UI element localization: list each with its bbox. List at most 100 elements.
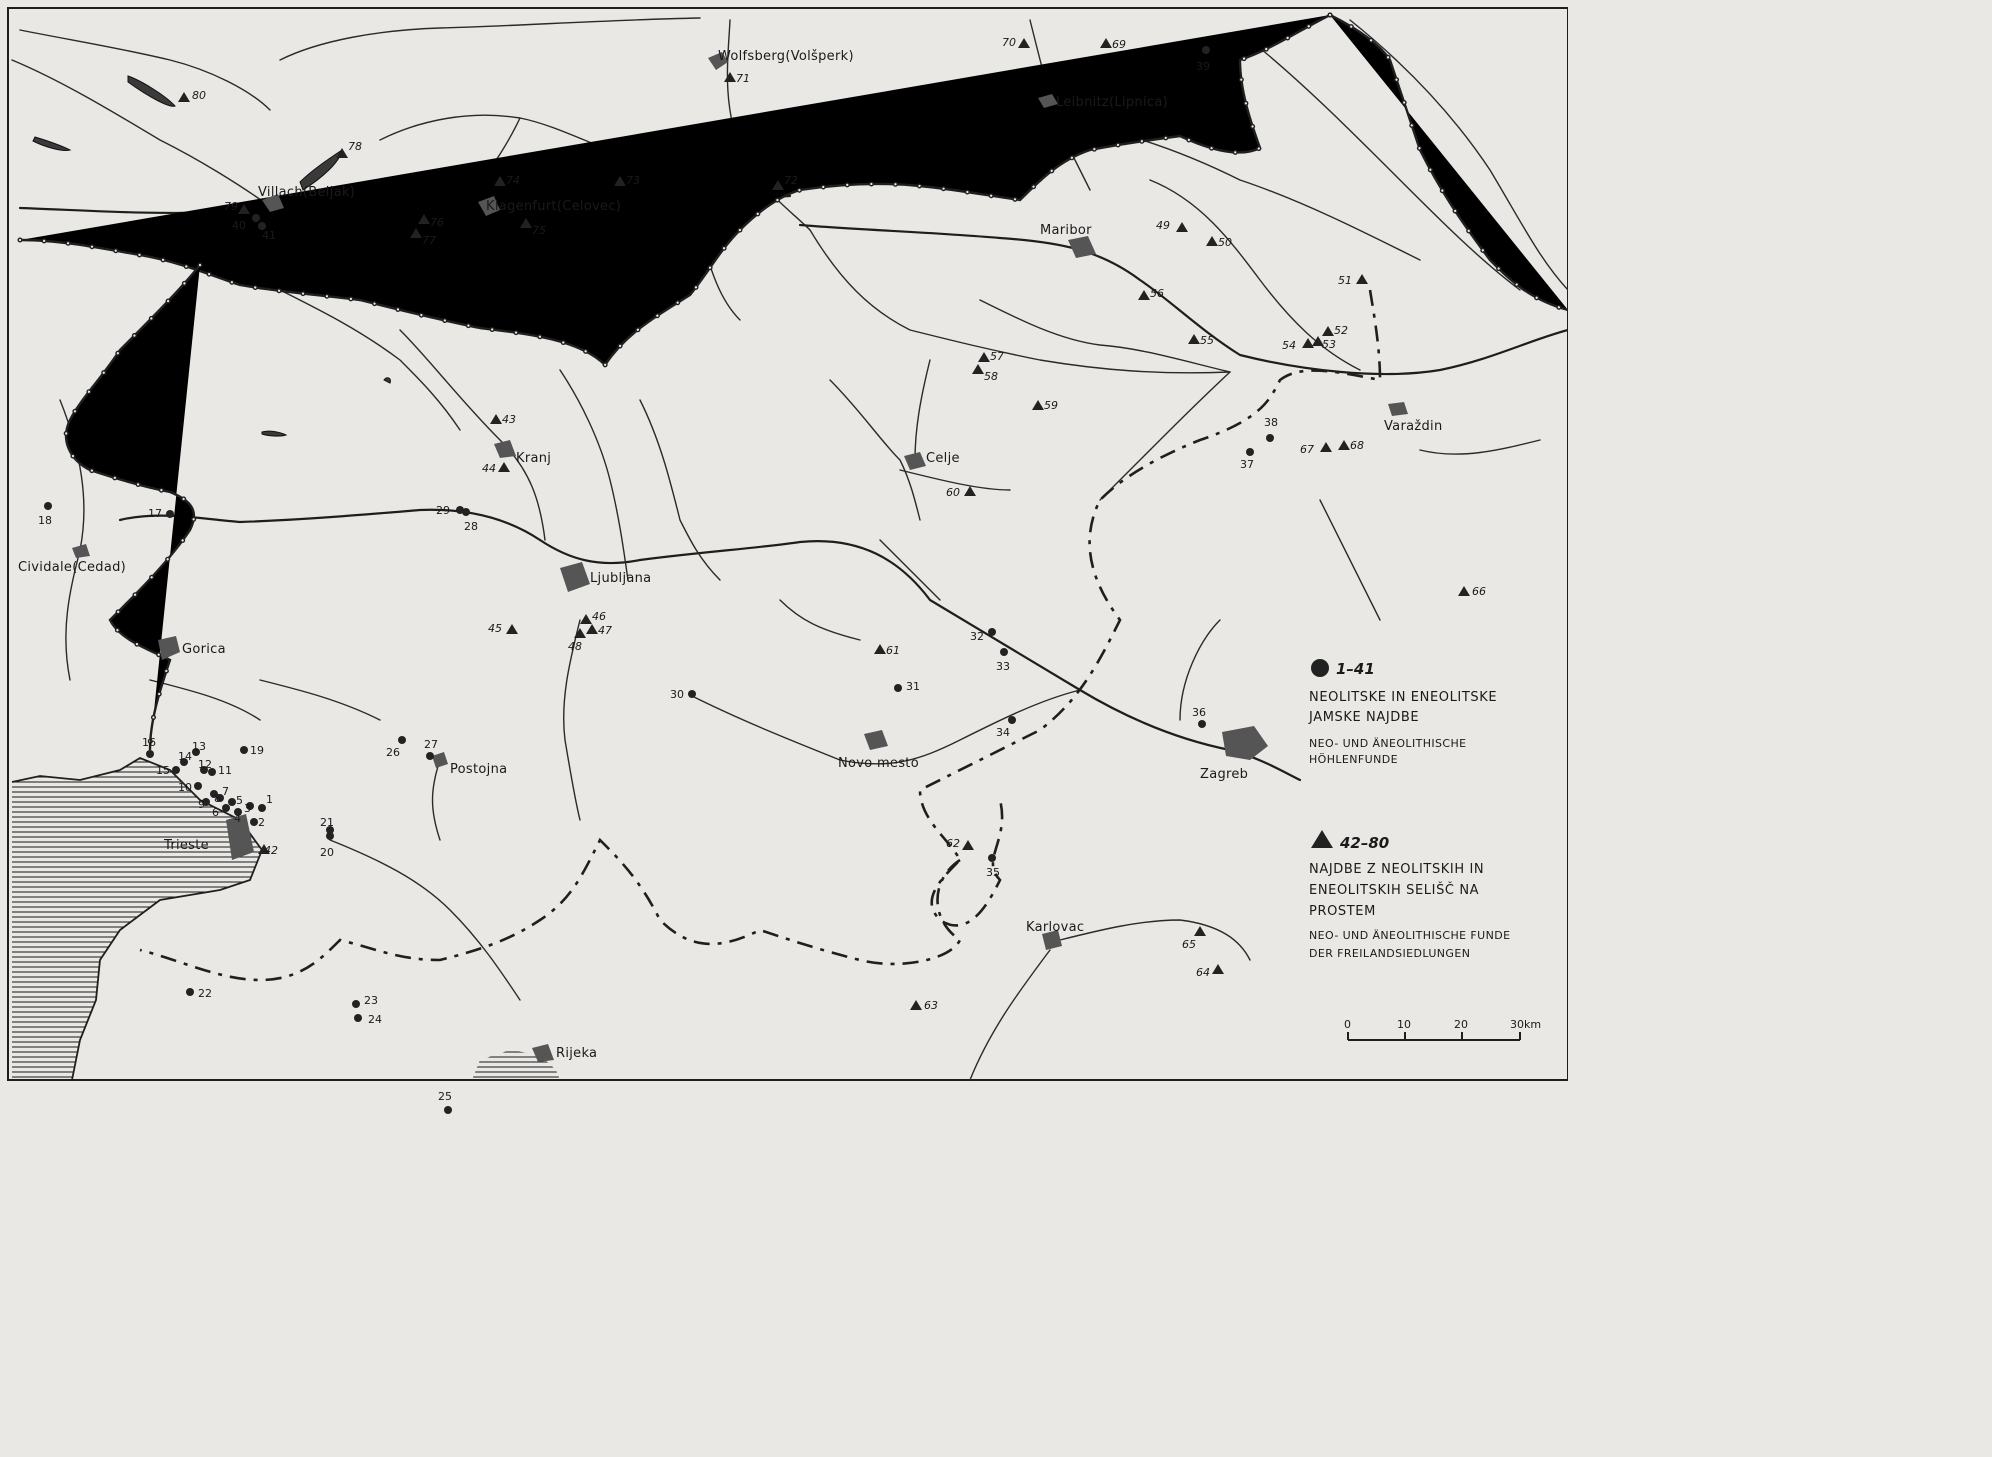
settlement-site: 59 <box>1032 399 1058 412</box>
site-number: 72 <box>784 174 798 187</box>
border-italy <box>66 265 200 750</box>
site-marker <box>336 148 348 158</box>
site-number: 53 <box>1322 338 1336 351</box>
cave-site: 15 <box>156 764 180 777</box>
cave-site: 28 <box>462 508 478 533</box>
city-label-gorica: Gorica <box>182 642 226 657</box>
cave-site: 4 <box>234 808 242 825</box>
site-number: 37 <box>1240 458 1254 471</box>
city-trieste: Trieste <box>163 814 254 860</box>
legend-cave-sub-1: NEO- UND ÄNEOLITHISCHE <box>1309 737 1467 750</box>
border-croatia <box>139 289 1382 982</box>
cave-site: 13 <box>192 740 206 756</box>
site-number: 36 <box>1192 706 1206 719</box>
site-marker <box>352 1000 360 1008</box>
site-marker <box>228 798 236 806</box>
city-villach: Villach(Beljak) <box>258 185 355 212</box>
city-label-wolfsberg: Wolfsberg(Volšperk) <box>718 49 854 64</box>
legend-cave: 1–41 NEOLITSKE IN ENEOLITSKE JAMSKE NAJD… <box>1308 659 1497 766</box>
cave-site: 10 <box>178 781 202 794</box>
site-marker <box>574 628 586 638</box>
site-marker <box>910 1000 922 1010</box>
cave-site: 1 <box>258 793 273 812</box>
site-marker <box>186 988 194 996</box>
site-number: 26 <box>386 746 400 759</box>
site-number: 17 <box>148 507 162 520</box>
site-number: 44 <box>482 462 496 475</box>
site-marker <box>1032 400 1044 410</box>
site-number: 46 <box>592 610 606 623</box>
city-label-trieste: Trieste <box>163 838 209 853</box>
site-marker <box>1322 326 1334 336</box>
site-marker <box>234 808 242 816</box>
site-marker <box>1202 46 1210 54</box>
site-number: 11 <box>218 764 232 777</box>
cave-site: 30 <box>670 688 696 701</box>
site-number: 41 <box>262 229 276 242</box>
city-karlovac: Karlovac <box>1026 920 1084 950</box>
site-marker <box>180 758 188 766</box>
site-number: 52 <box>1334 324 1348 337</box>
site-number: 40 <box>232 219 246 232</box>
site-number: 64 <box>1196 966 1210 979</box>
cave-site: 16 <box>142 736 156 758</box>
settlement-site: 44 <box>482 462 510 475</box>
site-marker <box>250 818 258 826</box>
site-marker <box>580 614 592 624</box>
city-label-klagenfurt: Klagenfurt(Celovec) <box>486 199 621 214</box>
site-number: 1 <box>266 793 273 806</box>
cave-site: 40 <box>232 214 260 232</box>
site-marker <box>238 204 250 214</box>
site-number: 7 <box>222 785 229 798</box>
site-number: 77 <box>422 234 436 247</box>
site-number: 18 <box>38 514 52 527</box>
legend: 1–41 NEOLITSKE IN ENEOLITSKE JAMSKE NAJD… <box>1308 659 1541 1041</box>
settlement-site: 75 <box>520 218 546 237</box>
settlement-site: 77 <box>410 228 436 247</box>
legend-cave-range: 1–41 <box>1336 660 1375 678</box>
site-marker <box>1356 274 1368 284</box>
cave-site: 18 <box>38 502 52 527</box>
settlement-site: 53 <box>1312 336 1336 351</box>
settlement-site: 42 <box>258 844 278 857</box>
site-number: 49 <box>1156 219 1170 232</box>
city-label-ljubljana: Ljubljana <box>590 571 651 586</box>
city-label-villach: Villach(Beljak) <box>258 185 355 200</box>
cave-site: 5 <box>228 794 243 807</box>
site-marker <box>354 1014 362 1022</box>
site-number: 35 <box>986 866 1000 879</box>
site-marker <box>246 802 254 810</box>
site-number: 8 <box>214 792 221 805</box>
cave-site: 33 <box>996 648 1010 673</box>
site-number: 56 <box>1150 287 1164 300</box>
city-cividale: Cividale(Cedad) <box>18 544 126 575</box>
site-marker <box>398 736 406 744</box>
site-marker <box>1198 720 1206 728</box>
site-number: 42 <box>264 844 278 857</box>
settlement-site: 71 <box>724 72 750 85</box>
site-marker <box>1000 648 1008 656</box>
site-marker <box>208 768 216 776</box>
site-marker <box>222 804 230 812</box>
site-marker <box>200 766 208 774</box>
legend-settlement-sub-1: NEO- UND ÄNEOLITHISCHE FUNDE <box>1309 929 1510 942</box>
cave-site: 41 <box>258 222 276 242</box>
city-ljubljana: Ljubljana <box>560 562 651 592</box>
site-number: 22 <box>198 987 212 1000</box>
settlement-site: 66 <box>1458 585 1486 598</box>
city-leibnitz: Leibnitz(Lipnica) <box>1038 94 1168 110</box>
settlement-site: 47 <box>586 624 612 637</box>
settlement-site: 78 <box>336 140 362 158</box>
site-marker <box>426 752 434 760</box>
city-rijeka: Rijeka <box>532 1044 597 1062</box>
city-label-postojna: Postojna <box>450 762 507 777</box>
settlement-site: 49 <box>1156 219 1188 232</box>
settlement-site: 63 <box>910 999 938 1012</box>
site-marker <box>964 486 976 496</box>
site-number: 65 <box>1182 938 1196 951</box>
city-wolfsberg: Wolfsberg(Volšperk) <box>708 49 854 70</box>
settlement-site: 60 <box>946 486 976 499</box>
site-marker <box>44 502 52 510</box>
site-number: 80 <box>192 89 206 102</box>
site-number: 4 <box>234 812 241 825</box>
